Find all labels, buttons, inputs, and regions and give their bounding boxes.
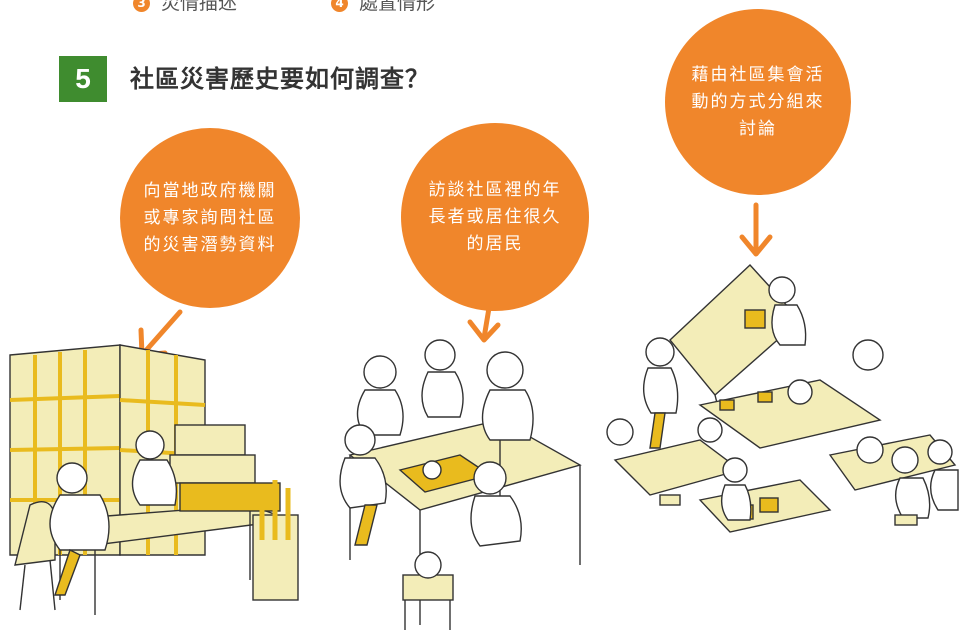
method-text: 訪談社區裡的年長者或居住很久的居民	[428, 179, 562, 254]
method-bubble-elders: 訪談社區裡的年長者或居住很久的居民	[401, 123, 589, 311]
method-text: 藉由社區集會活動的方式分組來討論	[691, 64, 825, 139]
item-3-label: 災情描述	[161, 0, 238, 14]
previous-items-row: 3 災情描述 4 處置情形	[0, 0, 961, 17]
item-4-number: 4	[331, 0, 348, 12]
arrow-down-icon	[739, 202, 773, 257]
section-title: 社區災害歷史要如何調查？	[130, 64, 430, 93]
scene-community-meeting	[606, 264, 959, 533]
method-bubble-government: 向當地政府機關或專家詢問社區的災害潛勢資料	[120, 128, 300, 308]
scene-office-research	[9, 344, 299, 615]
step-number-badge: 5	[59, 56, 107, 102]
item-4-label: 處置情形	[359, 0, 436, 14]
arrow-down-left-icon	[138, 309, 183, 358]
item-3-number: 3	[133, 0, 150, 12]
method-text: 向當地政府機關或專家詢問社區的災害潛勢資料	[143, 180, 277, 255]
method-bubble-group-discussion: 藉由社區集會活動的方式分組來討論	[665, 9, 851, 195]
scene-elder-interview	[339, 339, 582, 630]
